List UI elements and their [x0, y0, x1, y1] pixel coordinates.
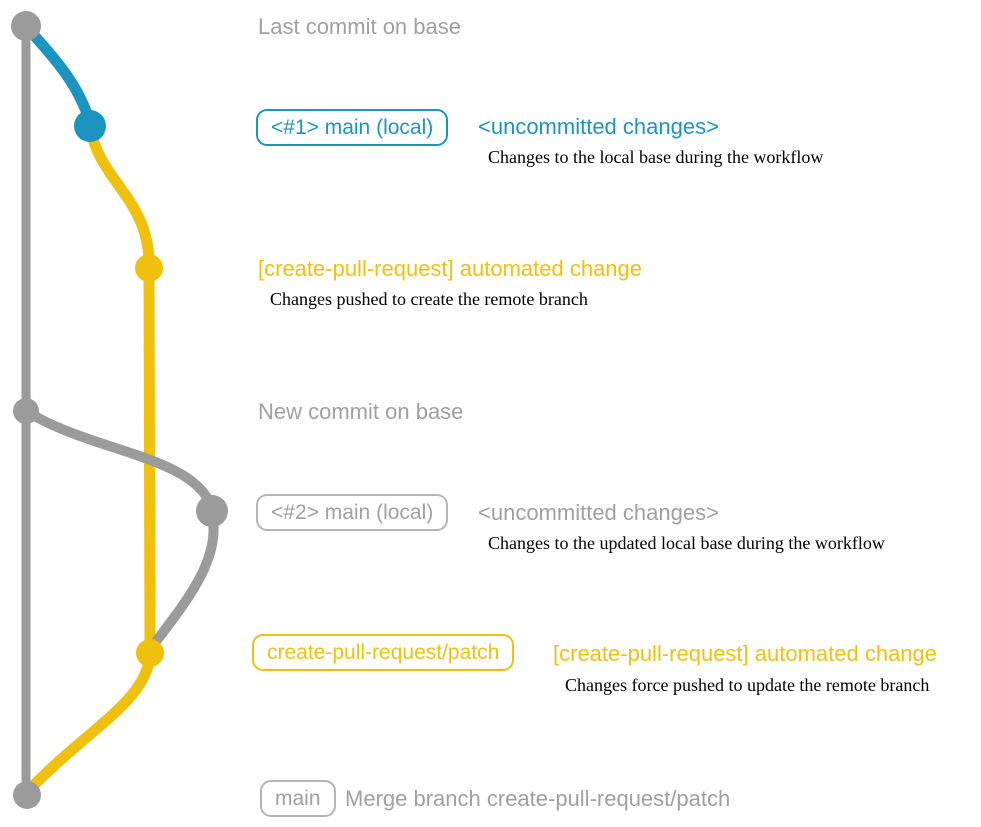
branch-line-main-2-to-patch [147, 509, 219, 652]
desc-local-base-changes-2: Changes to the updated local base during… [488, 533, 885, 553]
commit-node-last-base [11, 11, 41, 41]
label-new-commit-on-base: New commit on base [258, 399, 464, 424]
desc-local-base-changes-1: Changes to the local base during the wor… [488, 147, 824, 167]
branch-line-main-local-1 [20, 20, 96, 128]
branch-badge-create-pull-request-patch: create-pull-request/patch [252, 634, 515, 671]
commit-node-merge [13, 781, 41, 809]
commit-node-automated-change-1 [135, 254, 163, 282]
branch-line-patch-create [84, 120, 155, 268]
commit-node-new-base [13, 398, 39, 424]
branch-line-patch-merge [22, 650, 156, 797]
label-last-commit-on-base: Last commit on base [258, 14, 461, 39]
branch-badge-main-local-2: <#2> main (local) [256, 494, 449, 531]
title-automated-change-1: [create-pull-request] automated change [258, 256, 643, 281]
branch-badge-main-local-1: <#1> main (local) [256, 109, 449, 146]
branch-line-base-to-main-2 [21, 406, 216, 510]
title-uncommitted-changes-1: <uncommitted changes> [478, 114, 719, 139]
desc-force-push-update-branch: Changes force pushed to update the remot… [565, 675, 930, 695]
desc-push-create-branch: Changes pushed to create the remote bran… [270, 289, 588, 309]
commit-node-main-local-1 [74, 110, 106, 142]
commit-node-automated-change-2 [136, 639, 164, 667]
title-automated-change-2: [create-pull-request] automated change [553, 641, 938, 666]
branch-badge-main: main [260, 780, 336, 817]
label-merge-branch: Merge branch create-pull-request/patch [345, 786, 731, 811]
title-uncommitted-changes-2: <uncommitted changes> [478, 500, 719, 525]
commit-node-main-local-2 [196, 495, 228, 527]
commit-graph [11, 11, 228, 809]
